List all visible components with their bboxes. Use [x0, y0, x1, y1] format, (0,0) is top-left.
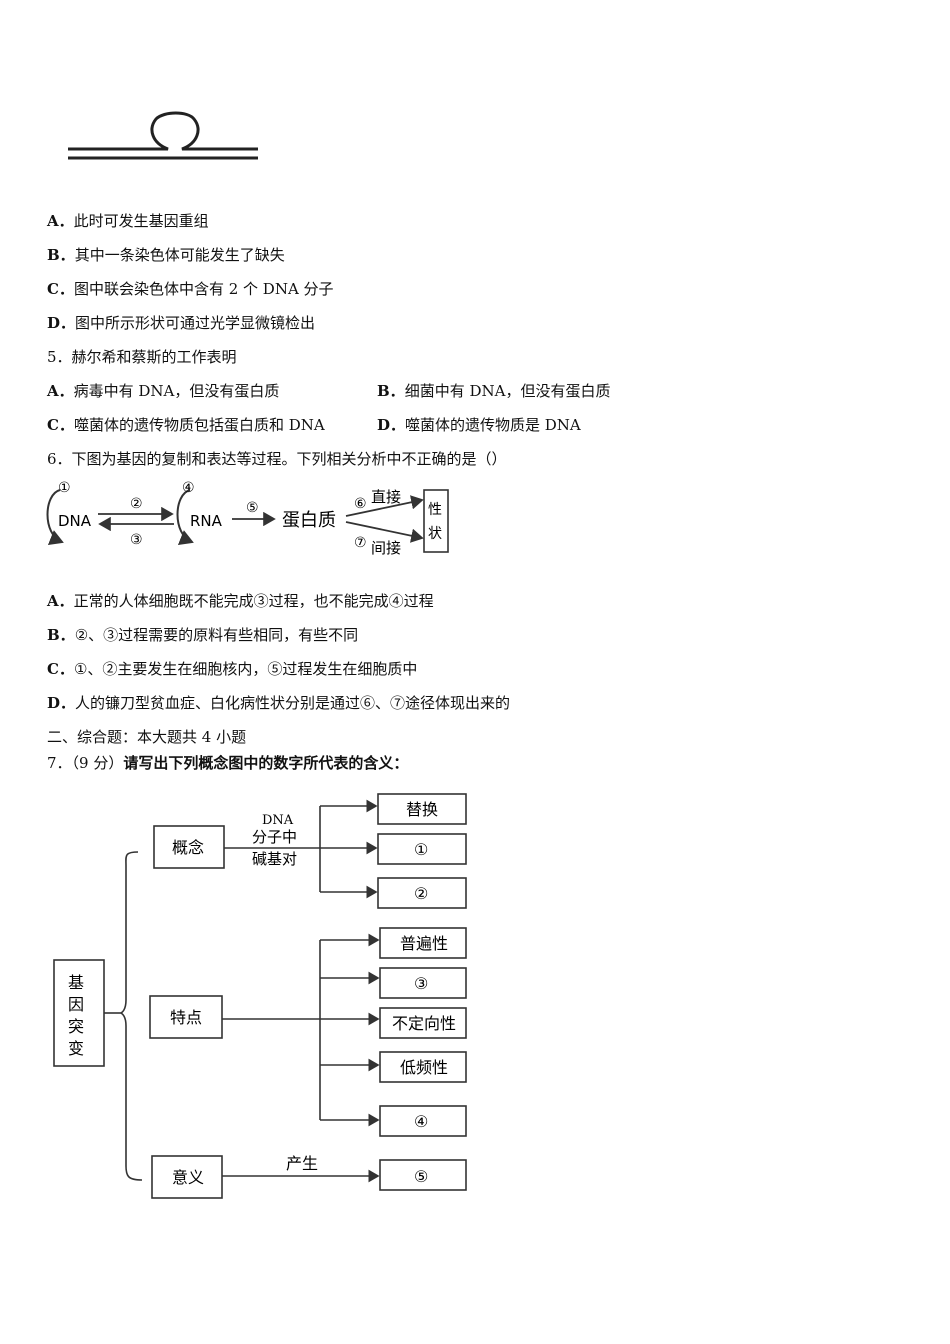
- q6-option-c: C．①、②主要发生在细胞核内，⑤过程发生在细胞质中: [47, 660, 418, 678]
- feature-item-2: ③: [414, 974, 428, 993]
- gene-expression-diagram: ① DNA ② ③ ④ RNA ⑤ 蛋白质 ⑥ 直接 ⑦ 间接 性 状: [46, 480, 449, 557]
- label-n6: ⑥: [354, 496, 367, 512]
- q6-option-b: B．②、③过程需要的原料有些相同，有些不同: [47, 626, 359, 644]
- root-char-2: 因: [68, 995, 84, 1014]
- label-n7: ⑦: [354, 535, 367, 551]
- label-n3: ③: [130, 532, 143, 548]
- concept-box: 概念: [172, 838, 204, 857]
- q4-option-c: C．图中联会染色体中含有 2 个 DNA 分子: [47, 280, 334, 298]
- label-indirect: 间接: [371, 539, 401, 557]
- label-trait-1: 性: [428, 502, 442, 518]
- label-direct: 直接: [371, 488, 401, 506]
- feature-box: 特点: [170, 1008, 202, 1027]
- q4-option-b: B．其中一条染色体可能发生了缺失: [47, 246, 285, 264]
- label-n1: ①: [58, 480, 71, 496]
- root-char-1: 基: [68, 973, 84, 992]
- q6-option-a: A．正常的人体细胞既不能完成③过程，也不能完成④过程: [47, 592, 434, 610]
- section-title: 二、综合题：本大题共 4 小题: [47, 728, 247, 746]
- q5-stem: 5．赫尔希和蔡斯的工作表明: [47, 348, 237, 366]
- root-char-4: 变: [68, 1039, 84, 1058]
- concept-note-1: DNA: [262, 813, 294, 828]
- q7-stem: 7．（9 分）请写出下列概念图中的数字所代表的含义：: [47, 754, 409, 772]
- chromosome-loop-figure: [68, 111, 258, 160]
- root-char-3: 突: [68, 1017, 84, 1036]
- q6-option-d: D．人的镰刀型贫血症、白化病性状分别是通过⑥、⑦途径体现出来的: [47, 694, 511, 712]
- label-dna: DNA: [58, 512, 92, 530]
- q4-option-a: A．此时可发生基因重组: [47, 212, 209, 230]
- feature-item-1: 普遍性: [400, 934, 448, 953]
- feature-item-5: ④: [414, 1112, 428, 1131]
- gene-mutation-concept-map: 基 因 突 变 概念 DNA 分子中 碱基对 替换 ① ② 特点 普遍性 ③ 不…: [53, 793, 467, 1199]
- q5-option-d: D．噬菌体的遗传物质是 DNA: [377, 416, 581, 434]
- meaning-item: ⑤: [414, 1167, 428, 1186]
- label-n2: ②: [130, 496, 143, 512]
- meaning-arrow-label: 产生: [286, 1154, 318, 1173]
- q5-option-a: A．病毒中有 DNA，但没有蛋白质: [47, 382, 280, 400]
- feature-item-4: 低频性: [400, 1058, 448, 1077]
- concept-item-3: ②: [414, 884, 428, 903]
- label-rna: RNA: [190, 512, 223, 530]
- label-protein: 蛋白质: [282, 510, 336, 531]
- q5-option-b: B．细菌中有 DNA，但没有蛋白质: [377, 382, 611, 400]
- concept-item-1: 替换: [406, 800, 438, 819]
- label-trait-2: 状: [428, 526, 442, 542]
- q4-option-d: D．图中所示形状可通过光学显微镜检出: [47, 314, 316, 332]
- q5-option-c: C．噬菌体的遗传物质包括蛋白质和 DNA: [47, 416, 325, 434]
- concept-note-2: 分子中: [252, 828, 297, 846]
- label-n4: ④: [182, 480, 195, 496]
- meaning-box: 意义: [172, 1168, 204, 1187]
- concept-note-3: 碱基对: [252, 850, 297, 868]
- feature-item-3: 不定向性: [392, 1014, 456, 1033]
- concept-item-2: ①: [414, 840, 428, 859]
- label-n5: ⑤: [246, 500, 259, 516]
- q6-stem: 6．下图为基因的复制和表达等过程。下列相关分析中不正确的是（）: [47, 450, 507, 468]
